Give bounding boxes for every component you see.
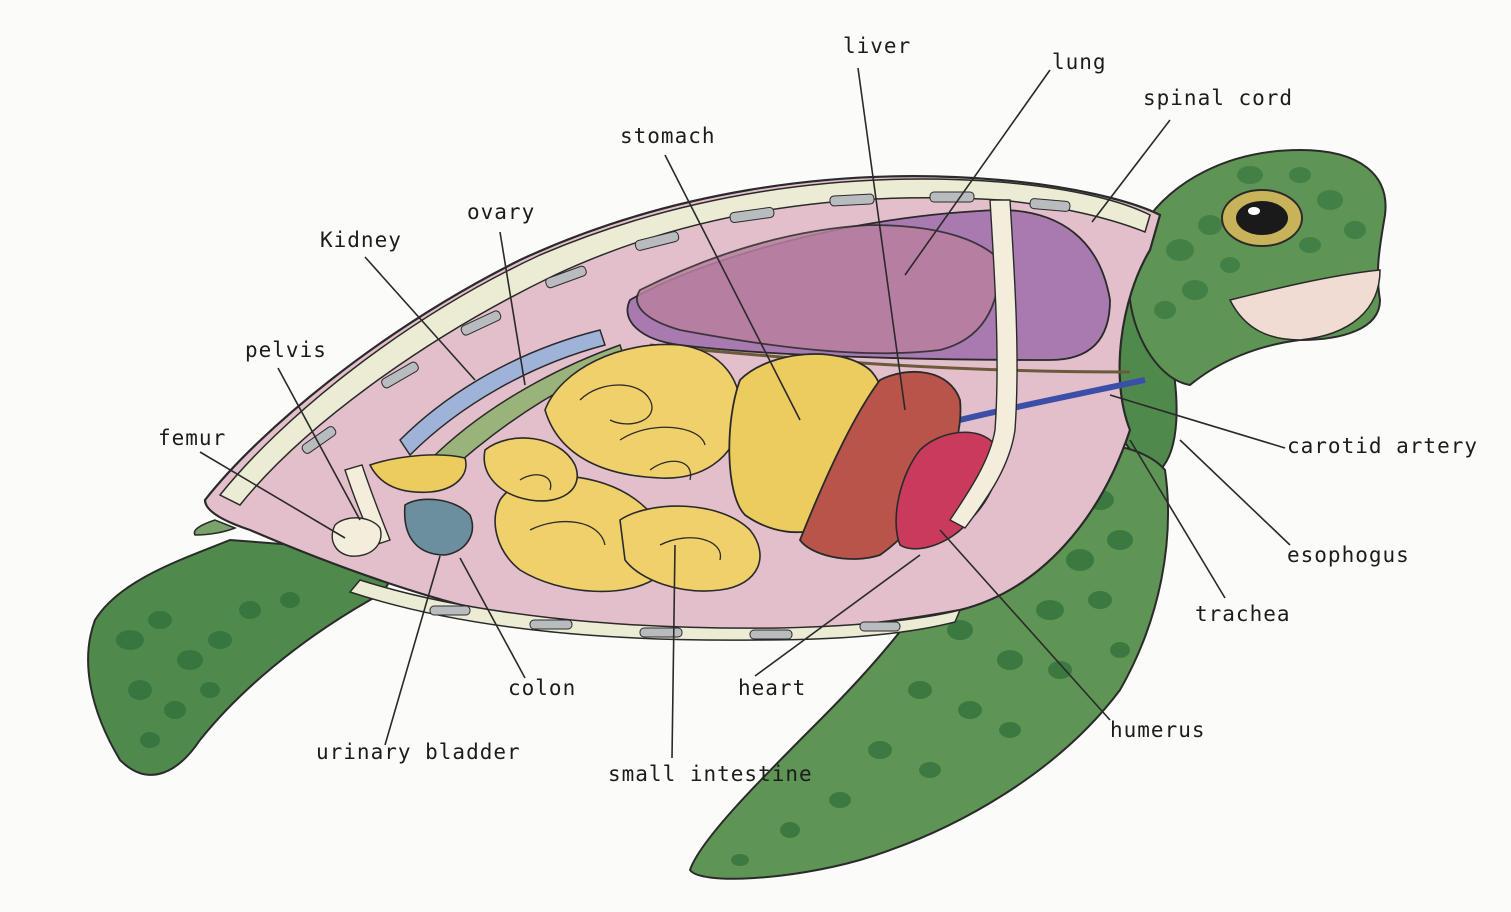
label-humerus: humerus — [1110, 718, 1206, 742]
label-esophagus: esophogus — [1287, 543, 1410, 567]
label-pelvis: pelvis — [245, 338, 327, 362]
label-trachea: trachea — [1195, 602, 1291, 626]
femur-bone — [332, 518, 381, 556]
eye-highlight — [1248, 207, 1260, 215]
label-femur: femur — [158, 426, 226, 450]
label-stomach: stomach — [620, 124, 716, 148]
label-lung: lung — [1052, 50, 1107, 74]
label-urinary-bladder: urinary bladder — [316, 740, 521, 764]
head — [1129, 150, 1385, 385]
eye — [1236, 201, 1288, 235]
label-carotid-artery: carotid artery — [1287, 434, 1478, 458]
leader-esophagus — [1180, 440, 1290, 545]
label-kidney: Kidney — [320, 228, 402, 252]
label-spinal-cord: spinal cord — [1143, 86, 1293, 110]
label-liver: liver — [843, 34, 911, 58]
label-colon: colon — [508, 676, 576, 700]
label-small-intestine: small intestine — [608, 762, 813, 786]
label-ovary: ovary — [467, 200, 535, 224]
label-heart: heart — [738, 676, 806, 700]
